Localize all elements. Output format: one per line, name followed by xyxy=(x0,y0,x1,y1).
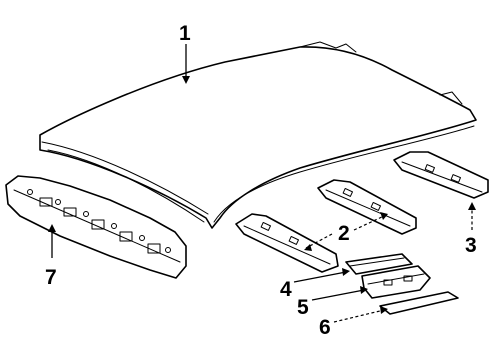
roof-bow-rear xyxy=(317,179,417,235)
callout-3: 3 xyxy=(465,234,477,257)
roof-bow-front xyxy=(235,213,339,273)
callout-1: 1 xyxy=(179,22,191,45)
roof-panel xyxy=(39,41,477,229)
plate-part-4 xyxy=(345,253,413,275)
leader-lines xyxy=(48,44,476,323)
callout-5: 5 xyxy=(297,296,309,319)
callout-4: 4 xyxy=(280,278,292,301)
strip-part-6 xyxy=(379,291,459,315)
callout-7: 7 xyxy=(45,266,57,289)
rear-roof-rail xyxy=(393,151,489,199)
front-header-panel xyxy=(5,175,187,279)
callout-6: 6 xyxy=(319,316,331,339)
callout-2: 2 xyxy=(338,222,350,245)
